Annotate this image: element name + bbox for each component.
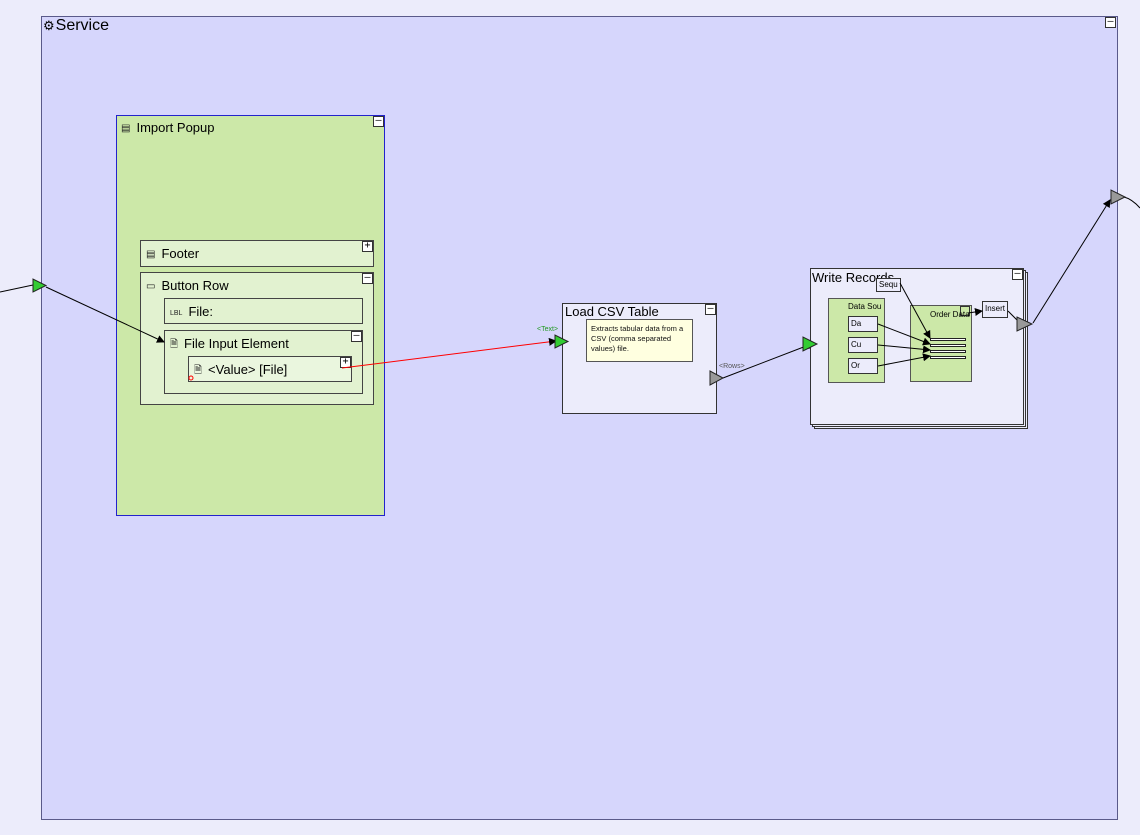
write-records-output-port	[1016, 316, 1034, 332]
footer-label: ▤Footer	[146, 246, 200, 261]
row-icon: ▭	[146, 281, 156, 292]
document-icon: 🗎	[194, 365, 203, 376]
write-records-title: Write Records	[812, 270, 895, 285]
data-source-label: Data Sou	[848, 302, 882, 311]
file-input-collapse-button[interactable]: –	[351, 331, 362, 342]
text-port-label: <Text>	[537, 326, 559, 333]
order-data-collapse-button[interactable]	[960, 306, 970, 316]
import-popup-collapse-button[interactable]: –	[373, 116, 384, 127]
import-popup-title: ▤Import Popup	[121, 120, 215, 135]
load-csv-collapse-button[interactable]: –	[705, 304, 716, 315]
outgoing-wire	[1123, 196, 1140, 209]
document-icon: 🗎	[170, 339, 179, 350]
field2-to-order-wire	[877, 344, 931, 354]
window-icon: ▤	[146, 249, 156, 260]
field1-to-order-wire	[877, 323, 931, 346]
rows-to-write-records-wire	[722, 341, 815, 379]
label-icon: LBL	[170, 310, 183, 317]
write-records-collapse-button[interactable]: –	[1012, 269, 1023, 280]
value-to-text-wire	[341, 337, 557, 369]
service-output-port	[1110, 189, 1127, 205]
load-csv-description-note: Extracts tabular data from a CSV (comma …	[586, 319, 693, 362]
sequence-box[interactable]: Sequ	[876, 278, 901, 292]
order-data-label: Order Data	[930, 310, 970, 319]
data-source-field-2[interactable]: Cu	[848, 337, 878, 353]
load-csv-input-port	[554, 334, 570, 349]
file-input-element-label: 🗎File Input Element	[170, 336, 289, 354]
order-to-insert-wire	[967, 308, 983, 316]
insert-box[interactable]: Insert	[982, 301, 1008, 318]
value-file-label: 🗎<Value> [File]	[194, 362, 287, 380]
sequence-to-order-wire	[899, 282, 931, 339]
incoming-wire	[0, 284, 34, 293]
load-csv-output-port	[709, 370, 725, 386]
file-label-panel[interactable]	[164, 298, 363, 324]
window-icon: ▤	[121, 123, 131, 134]
field3-to-order-wire	[877, 353, 931, 367]
button-row-label: ▭Button Row	[146, 278, 229, 293]
service-input-port	[32, 278, 48, 293]
rows-port-label: <Rows>	[719, 363, 745, 370]
value-error-marker	[188, 375, 194, 381]
value-file-panel[interactable]: +	[188, 356, 352, 382]
footer-panel[interactable]: +	[140, 240, 374, 267]
service-collapse-button[interactable]: –	[1105, 17, 1116, 28]
write-records-input-port	[802, 336, 819, 352]
gear-icon: ⚙	[43, 18, 55, 33]
order-data-box[interactable]	[910, 305, 972, 382]
load-csv-title: Load CSV Table	[565, 304, 659, 319]
service-title: ⚙Service	[43, 17, 110, 34]
data-source-field-1[interactable]: Da	[848, 316, 878, 332]
button-row-collapse-button[interactable]: –	[362, 273, 373, 284]
write-records-to-service-output-wire	[1032, 199, 1111, 324]
data-source-field-3[interactable]: Or	[848, 358, 878, 374]
footer-expand-button[interactable]: +	[362, 241, 373, 252]
service-to-file-input-wire	[45, 286, 165, 343]
